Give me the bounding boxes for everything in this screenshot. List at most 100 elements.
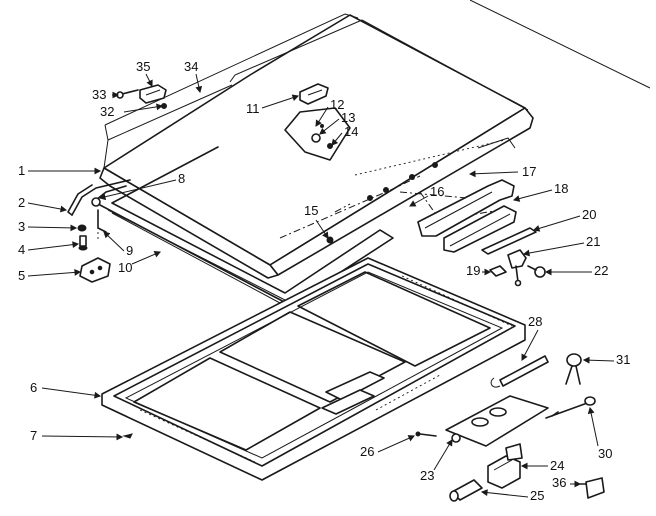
part-12-plate <box>284 107 351 161</box>
part-36-clip <box>579 477 605 499</box>
part-4-bolt <box>78 235 88 251</box>
leader-25 <box>481 491 529 498</box>
lid-strip <box>354 137 516 176</box>
arrowhead-34 <box>195 85 203 94</box>
frame-inner-panels <box>133 271 491 451</box>
leader-11 <box>261 95 299 109</box>
arrowhead-14 <box>331 138 339 146</box>
callout-5: 5 <box>18 268 25 283</box>
arrowhead-6 <box>94 391 102 399</box>
arrowhead-11 <box>291 94 300 101</box>
arrowhead-3 <box>70 224 78 232</box>
callout-3: 3 <box>18 219 25 234</box>
arrowhead-9 <box>103 231 111 239</box>
part-8-pin <box>91 185 127 207</box>
callout-11: 11 <box>246 101 260 116</box>
callout-20: 20 <box>582 207 596 222</box>
arrowhead-36 <box>574 480 582 488</box>
part-35-clip <box>139 84 167 104</box>
part-9-bracket <box>97 209 107 240</box>
part-26-screw <box>415 431 437 437</box>
callout-34: 34 <box>184 59 198 74</box>
arrowhead-13 <box>319 127 327 135</box>
callout-33: 33 <box>92 87 106 102</box>
frame-hatch <box>139 275 513 463</box>
arrowhead-30 <box>587 406 595 415</box>
arrowhead-17 <box>468 170 476 178</box>
callout-31: 31 <box>616 352 630 367</box>
part-28-loop <box>490 355 549 388</box>
callout-16: 16 <box>430 184 444 199</box>
callout-15: 15 <box>304 203 318 218</box>
part-22-knob <box>527 265 546 278</box>
part-6-frame <box>101 257 526 481</box>
part-5-bracket <box>79 257 111 283</box>
arrowhead-22 <box>544 268 552 276</box>
leader-30 <box>589 407 599 447</box>
leader-8 <box>99 179 177 199</box>
arrowhead-35 <box>146 79 153 87</box>
leader-32 <box>123 105 163 113</box>
leader-18 <box>513 189 553 201</box>
callout-32: 32 <box>100 104 114 119</box>
callout-4: 4 <box>18 242 25 257</box>
arrowhead-28 <box>521 353 528 361</box>
part-7-screw <box>122 433 133 439</box>
callout-24: 24 <box>550 458 564 473</box>
callout-6: 6 <box>30 380 37 395</box>
leader-5 <box>27 271 81 277</box>
arrowhead-23 <box>446 439 453 447</box>
leader-2 <box>27 202 67 211</box>
callout-36: 36 <box>552 475 566 490</box>
part-33-screw <box>116 89 139 99</box>
callout-leaders <box>27 73 615 498</box>
arrowhead-10 <box>153 251 161 258</box>
arrowhead-25 <box>480 489 488 496</box>
callout-14: 14 <box>344 124 358 139</box>
arrowhead-21 <box>522 249 531 257</box>
leader-20 <box>533 215 581 231</box>
callout-12: 12 <box>330 97 344 112</box>
callout-28: 28 <box>528 314 542 329</box>
callout-23: 23 <box>420 468 434 483</box>
part-19-clip <box>489 265 507 277</box>
callout-10: 10 <box>118 260 132 275</box>
leader-4 <box>27 243 79 251</box>
leader-6 <box>41 387 101 397</box>
leader-28 <box>521 329 539 361</box>
callout-21: 21 <box>586 234 600 249</box>
arrowhead-20 <box>532 225 541 232</box>
part-24-thermostat <box>487 443 523 489</box>
arrowhead-16 <box>409 200 417 207</box>
callout-17: 17 <box>522 164 536 179</box>
leader-17 <box>469 171 519 175</box>
callout-1: 1 <box>18 163 25 178</box>
arrowhead-7 <box>116 433 124 441</box>
callout-7: 7 <box>30 428 37 443</box>
corner-line <box>469 0 651 89</box>
arrowhead-15 <box>322 231 329 239</box>
arrowhead-32 <box>156 103 164 111</box>
callout-30: 30 <box>598 446 612 461</box>
callout-2: 2 <box>18 195 25 210</box>
part-25-cylinder <box>449 479 483 502</box>
arrowhead-2 <box>59 205 68 213</box>
leader-7 <box>41 435 123 438</box>
callout-9: 9 <box>126 243 133 258</box>
leader-23 <box>433 439 453 471</box>
arrowhead-4 <box>72 241 80 249</box>
leader-26 <box>377 435 415 453</box>
part-2-rod <box>67 179 131 216</box>
frame-notch <box>321 371 385 415</box>
callout-13: 13 <box>341 110 355 125</box>
arrowhead-33 <box>112 91 120 99</box>
part-23-panel <box>445 395 549 447</box>
callout-8: 8 <box>178 171 185 186</box>
part-20-rod <box>481 227 537 255</box>
arrowhead-12 <box>315 119 322 127</box>
callout-35: 35 <box>136 59 150 74</box>
arrowhead-26 <box>407 435 415 442</box>
